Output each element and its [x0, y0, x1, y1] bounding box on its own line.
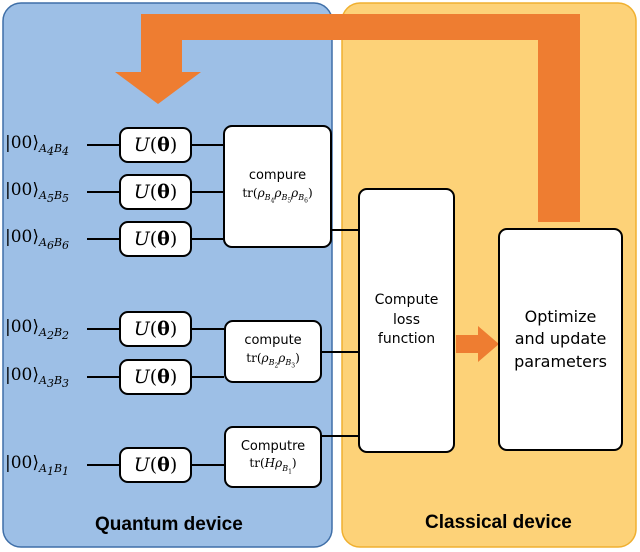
unitary-gate-a1b1: U(θ)	[119, 447, 192, 483]
unitary-symbol: U	[133, 454, 150, 476]
ket-a6b6: |00⟩A6B6	[5, 227, 70, 253]
theta-symbol: θ	[157, 454, 170, 476]
compute-box-bottom: Computre tr(HρB1)	[224, 426, 322, 488]
compute-box-top: compure tr(ρB4ρB5ρB6)	[223, 125, 332, 248]
compute-middle-formula: tr(ρB2ρB3)	[246, 350, 300, 370]
loss-line-3: function	[377, 331, 436, 348]
ket-a2b2: |00⟩A2B2	[5, 317, 70, 343]
wires	[87, 144, 359, 466]
unitary-gate-a4b4: U(θ)	[119, 127, 192, 163]
ket-a4b4: |00⟩A4B4	[5, 133, 70, 159]
unitary-gate-a2b2: U(θ)	[119, 311, 192, 347]
feedback-arrow-shape	[115, 14, 580, 222]
optimize-box: Optimize and update parameters	[498, 228, 623, 451]
optimize-line-2: and update	[514, 329, 607, 349]
theta-symbol: θ	[157, 181, 170, 203]
optimize-line-3: parameters	[514, 351, 607, 371]
quantum-device-label: Quantum device	[95, 514, 243, 535]
unitary-gate-a6b6: U(θ)	[119, 221, 192, 257]
ket-a1b1: |00⟩A1B1	[5, 453, 70, 479]
unitary-symbol: U	[133, 318, 150, 340]
compute-top-formula: tr(ρB4ρB5ρB6)	[242, 185, 313, 205]
classical-device-label: Classical device	[425, 512, 572, 533]
compute-loss-box: Compute loss function	[358, 188, 455, 453]
compute-box-middle: compute tr(ρB2ρB3)	[224, 320, 322, 383]
unitary-gate-a3b3: U(θ)	[119, 359, 192, 395]
optimize-line-1: Optimize	[524, 306, 597, 326]
theta-symbol: θ	[157, 228, 170, 250]
unitary-symbol: U	[133, 228, 150, 250]
loss-line-2: loss	[392, 311, 421, 328]
ket-a3b3: |00⟩A3B3	[5, 365, 70, 391]
compute-top-title: compure	[248, 168, 307, 184]
unitary-symbol: U	[133, 366, 150, 388]
theta-symbol: θ	[157, 134, 170, 156]
compute-bottom-title: Computre	[240, 438, 306, 454]
theta-symbol: θ	[157, 318, 170, 340]
unitary-gate-a5b5: U(θ)	[119, 174, 192, 210]
unitary-symbol: U	[133, 134, 150, 156]
ket-a5b5: |00⟩A5B5	[5, 180, 70, 206]
forward-arrow	[456, 326, 499, 362]
unitary-symbol: U	[133, 181, 150, 203]
compute-bottom-formula: tr(HρB1)	[249, 456, 297, 476]
loss-line-1: Compute	[374, 292, 439, 309]
compute-middle-title: compute	[244, 333, 302, 349]
theta-symbol: θ	[157, 366, 170, 388]
